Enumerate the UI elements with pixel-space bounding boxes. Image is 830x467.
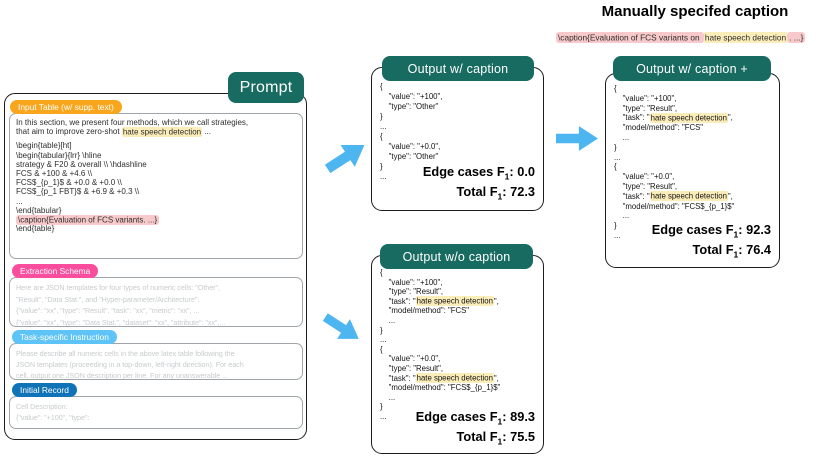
arrow-prompt-to-caption-output-icon	[324, 145, 365, 174]
initial-record-label: Initial Record	[12, 383, 77, 397]
initial-record-content: Cell Description: {"value": "+100", "type…	[9, 396, 303, 429]
text-line: "task": "hate speech detection",	[614, 191, 733, 202]
prompt-tab: Prompt	[228, 72, 304, 103]
text-line: "value": "+100",	[380, 277, 443, 287]
text-line: {"value": "xx", "type": "Result", "task"…	[16, 306, 200, 316]
text-line: FCS$_{p_1 FBT}$ & +6.9 & +0.3 \\	[16, 187, 140, 197]
text-line: "task": "hate speech detection",	[380, 296, 499, 307]
text-line: {	[380, 268, 383, 277]
output-without-caption-box: { "value": "+100", "type": "Result", "ta…	[371, 255, 544, 454]
text-line: "value": "+100",	[380, 92, 443, 101]
output-with-caption-results: Edge cases F1: 0.0 Total F1: 72.3	[423, 164, 535, 205]
text-line: "type": "Other"	[380, 152, 439, 161]
text-line: ...	[16, 196, 23, 206]
text-line: \caption{Evaluation of FCS variants on h…	[556, 31, 806, 43]
text-line: ...	[380, 122, 387, 131]
text-line: "model/method": "FCS$_{p_1}$"	[380, 383, 501, 393]
text-line: "value": "+0.0",	[614, 172, 675, 182]
text-line: ...	[614, 132, 630, 142]
text-line: Please describe all numeric cells in the…	[16, 349, 235, 358]
input-table-label: Input Table (w/ supp. text)	[10, 100, 122, 114]
text-line: }	[380, 112, 383, 121]
arrow-prompt-to-nocaption-output-icon	[322, 313, 359, 339]
text-line: }	[380, 402, 383, 412]
text-line: JSON templates (proceeding in a top-down…	[16, 360, 244, 369]
text-line: "model/method": "FCS"	[380, 306, 470, 316]
text-line: "model/method": "FCS$_{p_1}$"	[614, 201, 735, 211]
text-line: \end{table}	[16, 224, 55, 234]
text-line: }	[614, 142, 617, 152]
text-line: "type": "Result",	[614, 181, 678, 191]
text-line: ...	[380, 172, 387, 181]
total-f1: Total F1: 76.4	[692, 242, 771, 260]
text-line: In this section, we present four methods…	[16, 118, 249, 127]
text-line: "task": "hate speech detection",	[614, 112, 733, 123]
text-line: }	[614, 221, 617, 231]
text-line: ...	[380, 411, 387, 421]
manual-caption-heading: Manually specifed caption	[601, 3, 789, 20]
text-line: cell, output one JSON description per li…	[16, 371, 228, 380]
arrow-caption-output-to-manual-output-icon	[556, 126, 598, 151]
text-line: {	[380, 344, 383, 354]
task-instruction-label: Task-specific Instruction	[12, 330, 117, 344]
text-line: "Result", "Data Stat.", and "Hyper-param…	[16, 294, 200, 304]
text-line: {	[614, 84, 617, 93]
input-table-supp-text: In this section, we present four methods…	[16, 118, 296, 137]
text-line: \caption{Evaluation of FCS variants. ...…	[16, 214, 160, 225]
input-table-content: In this section, we present four methods…	[9, 113, 303, 259]
text-line: Cell Description:	[16, 402, 68, 411]
text-line: {	[614, 162, 617, 172]
text-line: {	[380, 132, 383, 141]
text-line: }	[380, 162, 383, 171]
extraction-schema-content: Here are JSON templates for four types o…	[9, 277, 303, 327]
text-line: "task": "hate speech detection",	[380, 373, 499, 384]
output-without-caption-results: Edge cases F1: 89.3 Total F1: 75.5	[416, 409, 535, 450]
prompt-box: Input Table (w/ supp. text) In this sect…	[4, 93, 307, 440]
output-with-manual-caption-results: Edge cases F1: 92.3 Total F1: 76.4	[652, 222, 771, 263]
text-line: "model/method": "FCS"	[614, 123, 704, 133]
text-line: strategy & F20 & overall \\ \hdashline	[16, 159, 147, 169]
text-line: \begin{table}[ht]	[16, 141, 72, 151]
text-line: that aim to improve zero-shot hate speec…	[16, 126, 211, 137]
output-with-manual-caption-box: { "value": "+100", "type": "Result", "ta…	[605, 73, 780, 268]
total-f1: Total F1: 72.3	[456, 184, 535, 202]
text-line: {"value": "xx", "type": "Data Stat.", "d…	[16, 317, 226, 327]
text-line: "type": "Result",	[380, 287, 444, 297]
output-with-caption-tab: Output w/ caption	[382, 56, 534, 81]
edge-cases-f1: Edge cases F1: 0.0	[422, 163, 535, 182]
text-line: "type": "Result",	[380, 363, 444, 373]
output-without-caption-json: { "value": "+100", "type": "Result", "ta…	[380, 268, 500, 422]
total-f1: Total F1: 75.5	[456, 429, 535, 447]
text-line: "type": "Result",	[614, 103, 678, 113]
input-table-latex: \begin{table}[ht]\begin{tabular}{lrr} \h…	[16, 141, 296, 233]
text-line: "value": "+100",	[614, 93, 677, 103]
text-line: "value": "+0.0",	[380, 142, 441, 151]
text-line: FCS & +100 & +4.6 \\	[16, 169, 93, 179]
text-line: {	[380, 82, 383, 91]
output-with-caption-box: { "value": "+100", "type": "Other"}...{ …	[371, 67, 544, 211]
text-line: \end{tabular}	[16, 205, 62, 215]
text-line: ...	[380, 335, 387, 345]
output-with-manual-caption-json: { "value": "+100", "type": "Result", "ta…	[614, 84, 734, 241]
text-line: ...	[380, 315, 396, 325]
text-line: }	[380, 325, 383, 335]
text-line: {"value": "+100", "type":	[16, 413, 90, 422]
extraction-schema-label: Extraction Schema	[12, 264, 99, 278]
text-line: \begin{tabular}{lrr} \hline	[16, 150, 102, 160]
text-line: ...	[614, 211, 630, 221]
text-line: ...	[380, 392, 396, 402]
output-without-caption-tab: Output w/o caption	[380, 244, 533, 269]
manual-caption-line: \caption{Evaluation of FCS variants on h…	[556, 31, 806, 44]
edge-cases-f1: Edge cases F1: 92.3	[651, 221, 771, 240]
edge-cases-f1: Edge cases F1: 89.3	[415, 408, 535, 427]
text-line: ...	[614, 152, 621, 162]
output-with-manual-caption-tab: Output w/ caption +	[613, 56, 771, 81]
text-line: Here are JSON templates for four types o…	[16, 283, 220, 292]
text-line: "value": "+0.0",	[380, 354, 441, 364]
text-line: ...	[614, 230, 621, 240]
task-instruction-content: Please describe all numeric cells in the…	[9, 343, 303, 380]
text-line: "type": "Other"	[380, 102, 439, 111]
text-line: FCS$_{p_1}$ & +0.0 & +0.0 \\	[16, 178, 122, 188]
output-with-caption-json: { "value": "+100", "type": "Other"}...{ …	[380, 82, 442, 182]
